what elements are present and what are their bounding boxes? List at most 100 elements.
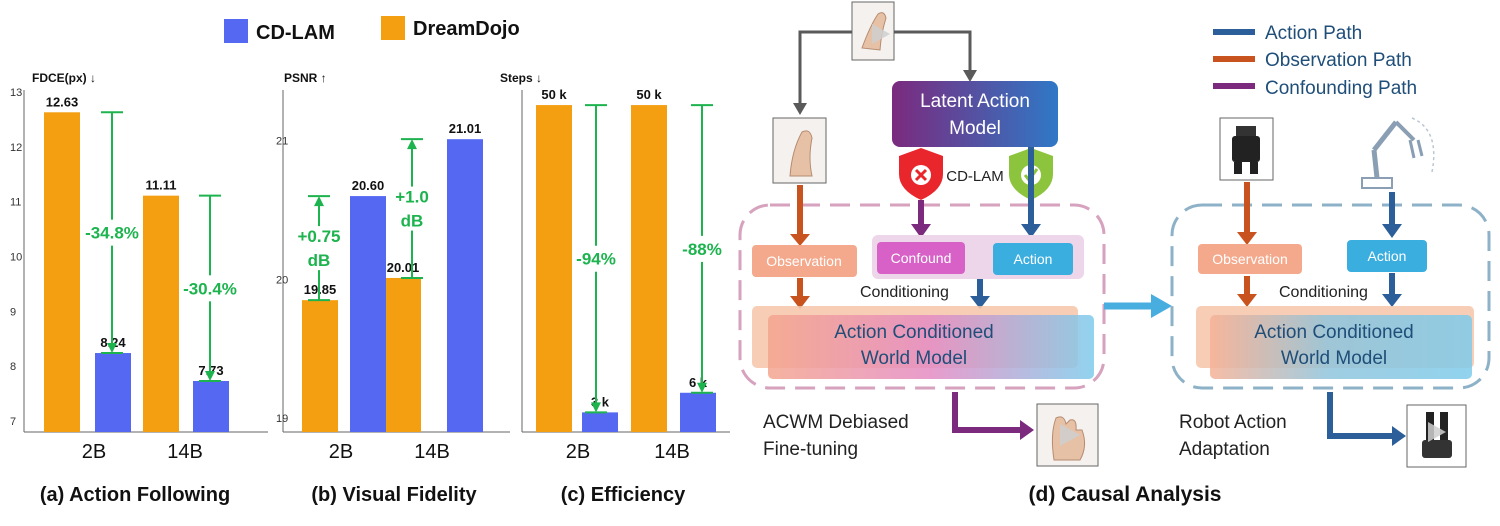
gripper-image bbox=[1219, 117, 1274, 181]
cd-lam-label: CD-LAM bbox=[946, 168, 1004, 185]
bar bbox=[143, 195, 179, 432]
bar-value-label: 50 k bbox=[541, 87, 567, 102]
confound-box bbox=[877, 242, 965, 274]
y-tick-label: 13 bbox=[10, 87, 22, 99]
bar-value-label: 20.01 bbox=[387, 260, 420, 275]
y-tick-label: 19 bbox=[276, 413, 288, 425]
y-tick-label: 11 bbox=[10, 197, 21, 209]
bar-value-label: 50 k bbox=[636, 87, 662, 102]
bar bbox=[680, 392, 716, 432]
bar-value-label: 20.60 bbox=[352, 178, 385, 193]
y-tick-label: 9 bbox=[10, 306, 16, 318]
bar bbox=[631, 105, 667, 433]
right-caption-2: Adaptation bbox=[1179, 439, 1270, 460]
x-tick-label: 14B bbox=[654, 441, 690, 463]
metric-label: PSNR ↑ bbox=[284, 71, 327, 85]
x-tick-label: 2B bbox=[329, 441, 353, 463]
bar bbox=[582, 412, 618, 432]
bar bbox=[385, 277, 421, 432]
annotation-arrowhead bbox=[205, 371, 215, 381]
annotation-label: -88% bbox=[682, 240, 722, 259]
y-tick-label: 8 bbox=[10, 361, 16, 373]
bar-value-label: 8.24 bbox=[100, 335, 126, 350]
latent-action-model-label-1: Latent Action bbox=[920, 91, 1030, 112]
world-model-label-right-1: Action Conditioned bbox=[1254, 322, 1414, 343]
latent-action-model-label-2: Model bbox=[949, 118, 1001, 139]
bar bbox=[44, 112, 80, 433]
annotation-label: dB bbox=[308, 251, 331, 270]
action-label-left: Action bbox=[1014, 251, 1053, 267]
annotation-arrowhead bbox=[107, 343, 117, 354]
left-caption-2: Fine-tuning bbox=[763, 439, 858, 460]
world-model-box-left bbox=[768, 315, 1094, 379]
bar bbox=[447, 139, 483, 433]
path-legend: Action Path Observation Path Confounding… bbox=[1213, 23, 1417, 99]
annotation-label: -34.8% bbox=[85, 224, 139, 243]
panel-caption: (c) Efficiency bbox=[561, 484, 686, 506]
x-tick-label: 2B bbox=[566, 441, 590, 463]
observation-label-left: Observation bbox=[766, 253, 841, 269]
latent-action-model-box bbox=[892, 81, 1058, 147]
legend-swatch-dreamdojo bbox=[381, 16, 405, 40]
panel-causal-analysis: Action Path Observation Path Confounding… bbox=[738, 1, 1491, 506]
y-tick-label: 10 bbox=[10, 252, 22, 264]
legend-label-action-path: Action Path bbox=[1265, 23, 1362, 44]
gripper-image-output bbox=[1406, 404, 1467, 468]
legend: CD-LAM DreamDojo bbox=[224, 16, 520, 44]
panel-action-following: FDCE(px) ↓789101112132B14B12.6311.118.24… bbox=[10, 71, 268, 506]
robot-arm-image bbox=[1361, 117, 1435, 189]
panel-caption: (b) Visual Fidelity bbox=[311, 484, 477, 506]
action-label-right: Action bbox=[1368, 248, 1407, 264]
world-model-box-right bbox=[1210, 315, 1472, 379]
bar bbox=[302, 300, 338, 432]
legend-label-dreamdojo: DreamDojo bbox=[413, 18, 520, 40]
annotation-label: +1.0 bbox=[395, 188, 429, 207]
panel-visual-fidelity: PSNR ↑1920212B14B19.8520.0120.6021.01+0.… bbox=[276, 71, 510, 506]
hand-image-output bbox=[1036, 403, 1099, 467]
bar-value-label: 11.11 bbox=[145, 178, 176, 193]
right-dashed-frame bbox=[1170, 203, 1491, 390]
observation-box-left bbox=[752, 245, 857, 277]
annotation-label: -30.4% bbox=[183, 279, 237, 298]
annotation-label: +0.75 bbox=[297, 227, 340, 246]
y-tick-label: 21 bbox=[276, 136, 288, 148]
annotation-label: dB bbox=[401, 212, 424, 231]
conditioning-label-right: Conditioning bbox=[1279, 284, 1368, 301]
hand-image-input bbox=[851, 1, 895, 61]
observation-label-right: Observation bbox=[1212, 251, 1287, 267]
input-branch-left bbox=[798, 30, 852, 105]
legend-label-observation-path: Observation Path bbox=[1265, 50, 1412, 71]
bar-value-label: 6 k bbox=[689, 375, 708, 390]
world-model-label-right-2: World Model bbox=[1281, 348, 1387, 369]
legend-label-confounding-path: Confounding Path bbox=[1265, 78, 1417, 99]
y-tick-label: 12 bbox=[10, 142, 22, 154]
x-tick-label: 14B bbox=[414, 441, 450, 463]
confound-label: Confound bbox=[891, 250, 952, 266]
annotation-label: -94% bbox=[576, 250, 616, 269]
annotation-arrowhead bbox=[314, 196, 324, 207]
y-tick-label: 7 bbox=[10, 416, 16, 428]
annotation-arrowhead bbox=[407, 139, 417, 150]
reject-shield-icon bbox=[899, 148, 943, 200]
observation-box-right bbox=[1198, 244, 1302, 274]
action-box-left bbox=[993, 243, 1073, 275]
robot-output-arrow bbox=[1327, 392, 1395, 439]
legend-swatch-cdlam bbox=[224, 19, 248, 43]
metric-label: Steps ↓ bbox=[500, 71, 542, 85]
x-tick-label: 2B bbox=[82, 441, 106, 463]
annotation-arrowhead bbox=[697, 382, 707, 393]
input-branch-right bbox=[894, 30, 972, 72]
right-caption-1: Robot Action bbox=[1179, 412, 1287, 433]
bar bbox=[536, 105, 572, 433]
bar-value-label: 12.63 bbox=[46, 94, 79, 109]
world-model-label-left-2: World Model bbox=[861, 348, 967, 369]
panel-caption: (a) Action Following bbox=[40, 484, 230, 506]
x-tick-label: 14B bbox=[167, 441, 203, 463]
bar-value-label: 21.01 bbox=[449, 121, 482, 136]
legend-label-cdlam: CD-LAM bbox=[256, 22, 335, 44]
bar bbox=[193, 381, 229, 432]
bar bbox=[95, 353, 131, 432]
left-caption-1: ACWM Debiased bbox=[763, 412, 909, 433]
